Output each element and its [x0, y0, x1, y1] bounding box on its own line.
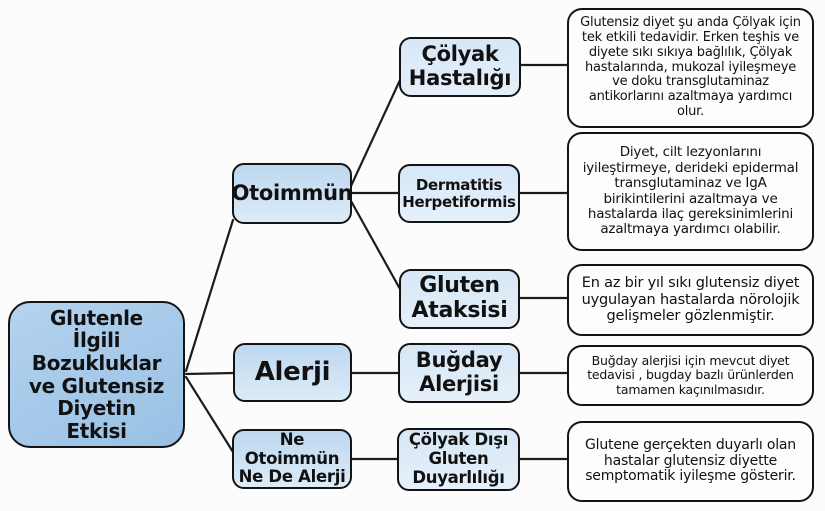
- leaf-node-colyak-disi: Çölyak Dışı Gluten Duyarlılığı: [397, 428, 520, 491]
- leaf-node-gluten-ataksisi: Gluten Ataksisi: [399, 269, 520, 329]
- description-box-colyak-hastaligi: Glutensiz diyet şu anda Çölyak için tek …: [567, 8, 814, 128]
- description-text-bugday-alerjisi: Buğday alerjisi için mevcut diyet tedavi…: [587, 352, 794, 397]
- leaf-label-bugday-alerjisi: Buğday Alerjisi: [415, 348, 503, 396]
- category-label-ne-otoimmun: Ne Otoimmün Ne De Alerji: [238, 429, 346, 487]
- leaf-label-colyak-disi: Çölyak Dışı Gluten Duyarlılığı: [408, 430, 509, 487]
- root-node-label: Glutenle İlgili Bozukluklar ve Glutensiz…: [28, 305, 165, 443]
- edge-root-alerji: [184, 371, 236, 376]
- description-box-bugday-alerjisi: Buğday alerjisi için mevcut diyet tedavi…: [567, 345, 814, 406]
- category-node-ne-otoimmun: Ne Otoimmün Ne De Alerji: [232, 429, 352, 489]
- description-text-colyak-disi: Glutene gerçekten duyarlı olan hastalar …: [585, 436, 796, 485]
- category-label-otoimmun: Otoimmün: [231, 180, 353, 205]
- edge-otoimmun-colyak-hastaligi: [349, 78, 402, 188]
- edge-otoimmun-gluten-ataksisi: [349, 199, 402, 291]
- category-label-alerji: Alerji: [254, 356, 331, 387]
- root-node: Glutenle İlgili Bozukluklar ve Glutensiz…: [8, 301, 185, 448]
- description-text-dermatitis: Diyet, cilt lezyonlarını iyileştirmeye, …: [582, 144, 799, 238]
- edge-root-ne-otoimmun: [184, 375, 235, 454]
- leaf-node-dermatitis: Dermatitis Herpetiformis: [398, 164, 520, 223]
- leaf-label-colyak-hastaligi: Çölyak Hastalığı: [408, 42, 512, 90]
- edge-root-otoimmun: [184, 218, 235, 373]
- category-node-otoimmun: Otoimmün: [231, 163, 353, 224]
- leaf-label-dermatitis: Dermatitis Herpetiformis: [402, 175, 516, 211]
- description-box-dermatitis: Diyet, cilt lezyonlarını iyileştirmeye, …: [567, 132, 814, 251]
- leaf-node-colyak-hastaligi: Çölyak Hastalığı: [399, 37, 521, 97]
- description-box-colyak-disi: Glutene gerçekten duyarlı olan hastalar …: [567, 421, 814, 502]
- description-box-gluten-ataksisi: En az bir yıl sıkı glutensiz diyet uygul…: [567, 264, 814, 336]
- category-node-alerji: Alerji: [233, 343, 352, 402]
- leaf-label-gluten-ataksisi: Gluten Ataksisi: [411, 273, 508, 323]
- description-text-colyak-hastaligi: Glutensiz diyet şu anda Çölyak için tek …: [580, 15, 801, 120]
- leaf-node-bugday-alerjisi: Buğday Alerjisi: [398, 343, 520, 403]
- description-text-gluten-ataksisi: En az bir yıl sıkı glutensiz diyet uygul…: [581, 274, 800, 325]
